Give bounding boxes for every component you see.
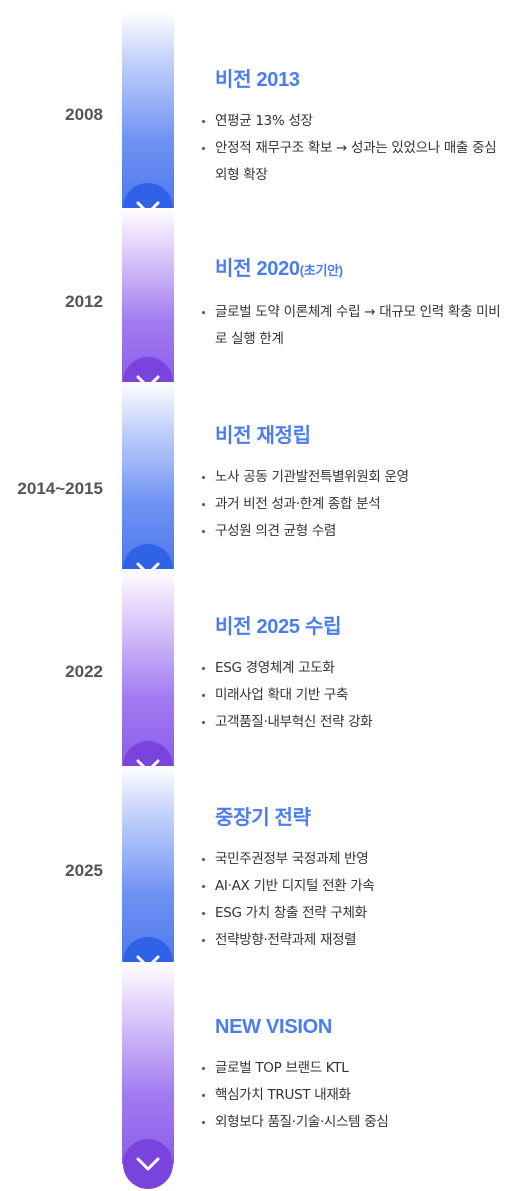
timeline-entry: 비전 재정립 노사 공동 기관발전특별위원회 운영 과거 비전 성과·한계 종합…: [202, 424, 510, 545]
timeline-entry: NEW VISION 글로벌 TOP 브랜드 KTL 핵심가치 TRUST 내재…: [202, 1015, 510, 1136]
timeline-segment: [122, 12, 174, 208]
list-item: 외형보다 품질·기술·시스템 중심: [202, 1109, 510, 1136]
bullet: [202, 530, 205, 533]
item-text: 전략방향·전략과제 재정렬: [215, 932, 357, 948]
bullet: [202, 694, 205, 697]
entry-items: 연평균 13% 성장 안정적 재무구조 확보 → 성과는 있었으나 매출 중심 …: [202, 108, 510, 189]
entry-title-text: 비전 2020: [215, 258, 300, 280]
entry-title: 비전 재정립: [215, 424, 510, 448]
item-text: 국민주권정부 국정과제 반영: [215, 851, 369, 867]
entry-title-text: NEW VISION: [215, 1016, 333, 1038]
timeline-segment: [122, 382, 174, 569]
list-item: 글로벌 TOP 브랜드 KTL: [202, 1055, 510, 1082]
bullet: [202, 939, 205, 942]
list-item: AI·AX 기반 디지털 전환 가속: [202, 873, 510, 900]
entry-title-text: 중장기 전략: [215, 807, 311, 829]
list-item: 노사 공동 기관발전특별위원회 운영: [202, 464, 510, 491]
entry-title: 비전 2013: [215, 68, 510, 92]
bullet: [202, 1094, 205, 1097]
timeline-year: 2014~2015: [17, 479, 103, 498]
item-text: 구성원 의견 균형 수렴: [215, 523, 337, 539]
entry-title-text: 비전 2025 수립: [215, 616, 342, 638]
bullet: [202, 858, 205, 861]
list-item: ESG 가치 창출 전략 구체화: [202, 900, 510, 927]
entry-title: 중장기 전략: [215, 806, 510, 830]
entry-items: 노사 공동 기관발전특별위원회 운영 과거 비전 성과·한계 종합 분석 구성원…: [202, 464, 510, 545]
entry-title-suffix: (초기안): [299, 263, 343, 278]
chevron-down-icon: [136, 1157, 160, 1171]
entry-items: 글로벌 도약 이론체계 수립 → 대규모 인력 확충 미비로 실행 한계: [202, 299, 510, 353]
bullet: [202, 667, 205, 670]
item-text: 과거 비전 성과·한계 종합 분석: [215, 496, 381, 512]
item-text: 글로벌 도약 이론체계 수립 → 대규모 인력 확충 미비로 실행 한계: [215, 304, 501, 347]
timeline-segment: [122, 208, 174, 382]
item-text: 노사 공동 기관발전특별위원회 운영: [215, 469, 409, 485]
timeline-year: 2012: [65, 292, 103, 311]
list-item: 글로벌 도약 이론체계 수립 → 대규모 인력 확충 미비로 실행 한계: [202, 299, 510, 353]
list-item: 미래사업 확대 기반 구축: [202, 682, 510, 709]
list-item: 전략방향·전략과제 재정렬: [202, 927, 510, 954]
timeline-segment: [122, 766, 174, 962]
timeline-year: 2008: [65, 105, 103, 124]
timeline-segment: [122, 569, 174, 766]
entry-title: 비전 2025 수립: [215, 615, 510, 639]
timeline-entry: 중장기 전략 국민주권정부 국정과제 반영 AI·AX 기반 디지털 전환 가속…: [202, 806, 510, 954]
bullet: [202, 476, 205, 479]
list-item: 핵심가치 TRUST 내재화: [202, 1082, 510, 1109]
timeline-segment: [122, 962, 174, 1164]
timeline-entry: 비전 2013 연평균 13% 성장 안정적 재무구조 확보 → 성과는 있었으…: [202, 68, 510, 189]
bullet: [202, 885, 205, 888]
bullet: [202, 311, 205, 314]
list-item: 안정적 재무구조 확보 → 성과는 있었으나 매출 중심 외형 확장: [202, 135, 510, 189]
list-item: 국민주권정부 국정과제 반영: [202, 846, 510, 873]
list-item: ESG 경영체계 고도화: [202, 655, 510, 682]
list-item: 과거 비전 성과·한계 종합 분석: [202, 491, 510, 518]
item-text: 미래사업 확대 기반 구축: [215, 687, 349, 703]
item-text: 안정적 재무구조 확보 → 성과는 있었으나 매출 중심 외형 확장: [215, 140, 497, 183]
bullet: [202, 503, 205, 506]
entry-title-text: 비전 2013: [215, 69, 300, 91]
entry-items: 글로벌 TOP 브랜드 KTL 핵심가치 TRUST 내재화 외형보다 품질·기…: [202, 1055, 510, 1136]
item-text: ESG 경영체계 고도화: [215, 660, 335, 676]
entry-items: ESG 경영체계 고도화 미래사업 확대 기반 구축 고객품질·내부혁신 전략 …: [202, 655, 510, 736]
entry-title-text: 비전 재정립: [215, 425, 311, 447]
bullet: [202, 120, 205, 123]
timeline-entry: 비전 2020(초기안) 글로벌 도약 이론체계 수립 → 대규모 인력 확충 …: [202, 257, 510, 353]
item-text: 글로벌 TOP 브랜드 KTL: [215, 1060, 349, 1076]
bullet: [202, 1121, 205, 1124]
item-text: 핵심가치 TRUST 내재화: [215, 1087, 351, 1103]
bullet: [202, 912, 205, 915]
bullet: [202, 147, 205, 150]
bullet: [202, 1067, 205, 1070]
timeline-year: 2022: [65, 662, 103, 681]
item-text: AI·AX 기반 디지털 전환 가속: [215, 878, 375, 894]
bullet: [202, 721, 205, 724]
entry-items: 국민주권정부 국정과제 반영 AI·AX 기반 디지털 전환 가속 ESG 가치…: [202, 846, 510, 954]
item-text: 고객품질·내부혁신 전략 강화: [215, 714, 373, 730]
item-text: 연평균 13% 성장: [215, 113, 313, 129]
list-item: 연평균 13% 성장: [202, 108, 510, 135]
timeline-entry: 비전 2025 수립 ESG 경영체계 고도화 미래사업 확대 기반 구축 고객…: [202, 615, 510, 736]
item-text: ESG 가치 창출 전략 구체화: [215, 905, 367, 921]
entry-title: 비전 2020(초기안): [215, 257, 510, 283]
list-item: 고객품질·내부혁신 전략 강화: [202, 709, 510, 736]
list-item: 구성원 의견 균형 수렴: [202, 518, 510, 545]
timeline-year: 2025: [65, 861, 103, 880]
entry-title: NEW VISION: [215, 1015, 510, 1039]
item-text: 외형보다 품질·기술·시스템 중심: [215, 1114, 389, 1130]
timeline-toggle[interactable]: [123, 1139, 173, 1189]
